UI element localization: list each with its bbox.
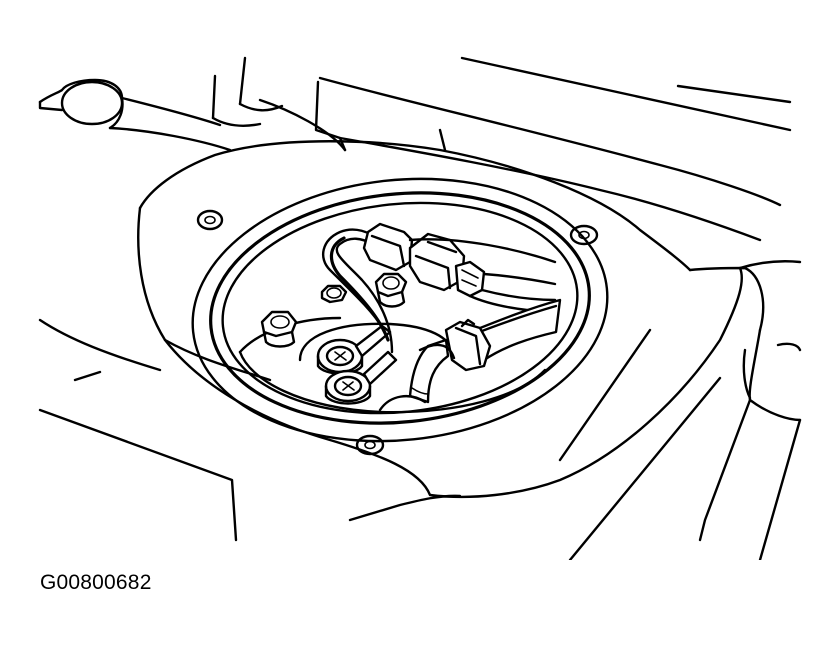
- fuel-pump-access-illustration: [38, 56, 802, 560]
- bolt-icon: [374, 272, 408, 308]
- figure-code: G00800682: [40, 571, 152, 594]
- mounting-screws: [196, 209, 599, 456]
- bolt-icon: [320, 284, 348, 304]
- screw-icon: [355, 434, 385, 456]
- fuel-pump-unit: [238, 272, 547, 414]
- screw-icon: [196, 209, 224, 231]
- wiring-harness: [321, 222, 557, 354]
- bolt-icon: [260, 310, 298, 348]
- hose-outlet-line: [378, 394, 427, 412]
- terminal-stud-icon: [324, 369, 372, 405]
- floor-panel-lines: [38, 56, 802, 560]
- fuel-hose: [408, 298, 562, 404]
